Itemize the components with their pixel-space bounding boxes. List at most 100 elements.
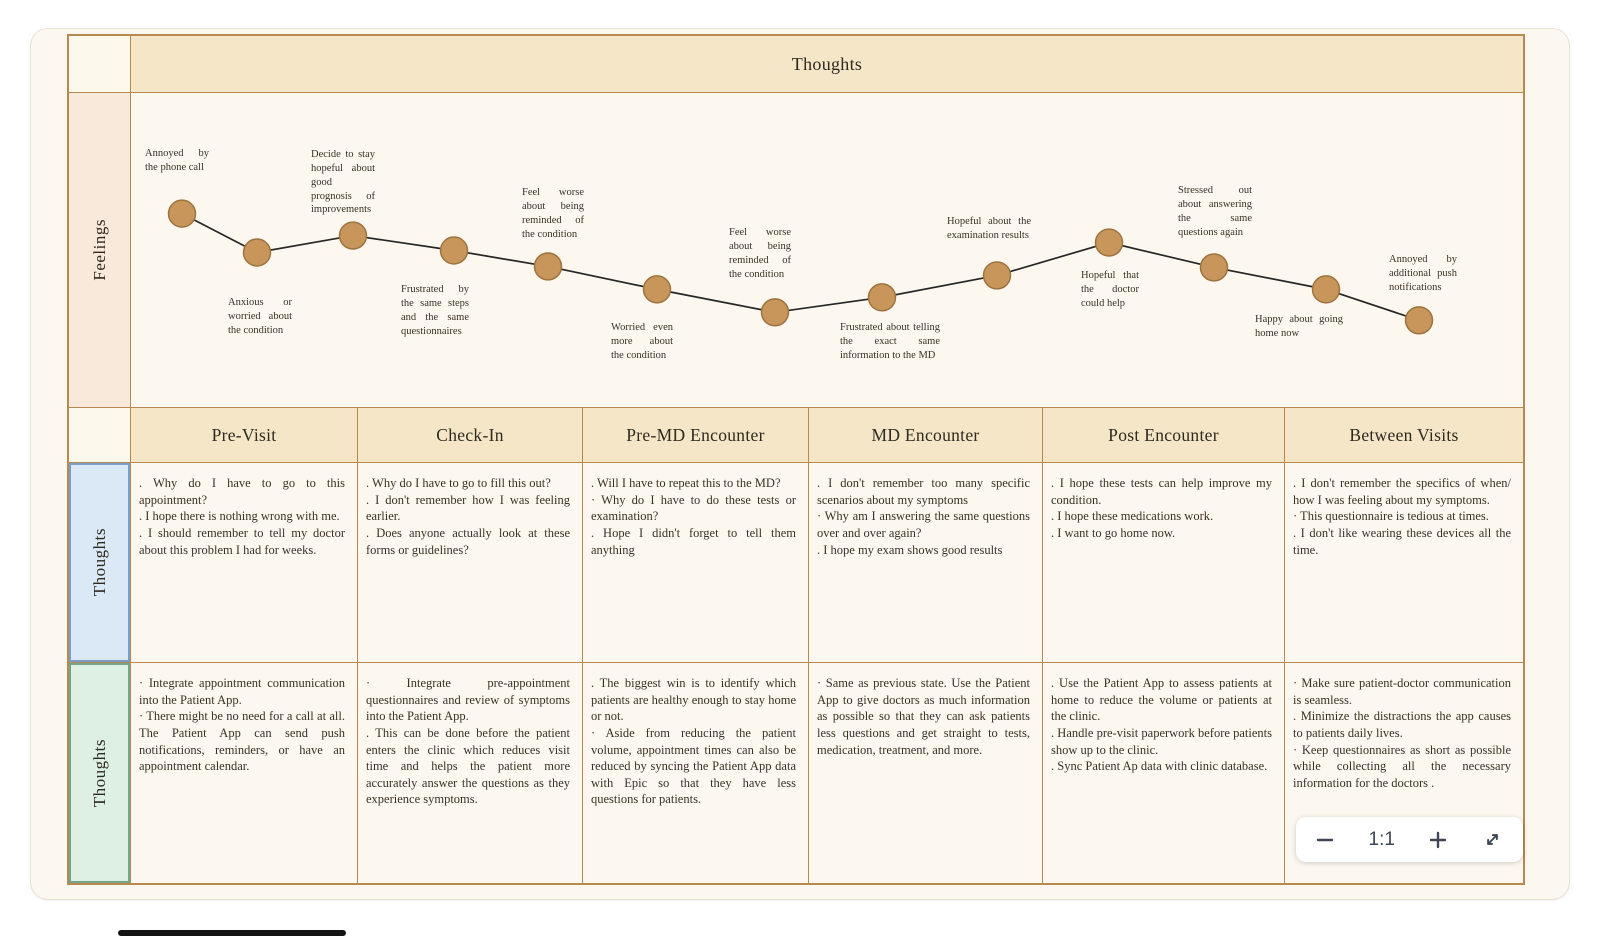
row-label-feelings: Feelings [69, 93, 131, 408]
thoughts-cell-between-visits: . I don't remember the specifics of when… [1285, 463, 1523, 663]
feelings-row-title: Feelings [89, 219, 109, 281]
zoom-out-button[interactable] [1316, 831, 1334, 849]
feeling-dot [1199, 253, 1229, 282]
cell-text-item: . Use the Patient App to assess patients… [1051, 676, 1272, 724]
feeling-annotation: Stressed out about answering the same qu… [1178, 185, 1252, 238]
cell-text-item: · There might be no need for a call at a… [139, 709, 345, 774]
cell-text-item: · Why do I have to do these tests or exa… [591, 492, 796, 524]
cell-text-item: . I don't like wearing these devices all… [1293, 525, 1511, 557]
row-label-thoughts-questions: Thoughts [69, 463, 131, 663]
cell-text-item: . I don't remember too many specific sce… [817, 476, 1030, 507]
feeling-dot [867, 283, 897, 312]
cell-text-item: · Make sure patient-doctor communication… [1293, 676, 1511, 707]
journey-map-table: Thoughts Feelings Annoyed by the phone c… [67, 34, 1525, 885]
feeling-dot [760, 298, 790, 327]
thoughts-banner-label: Thoughts [791, 53, 863, 74]
minus-icon [1316, 838, 1334, 841]
cell-text-item: · Keep questionnaires as short as possib… [1293, 742, 1511, 790]
cell-text-item: · Integrate pre-appointment questionnair… [366, 676, 570, 724]
cell-text-item: . I hope my exam shows good results [817, 542, 1003, 557]
feeling-annotation: Anxious or worried about the condition [228, 297, 292, 336]
corner-cell-stages [69, 408, 131, 463]
feeling-dot [982, 261, 1012, 290]
stage-header-post-encounter: Post Encounter [1043, 408, 1285, 463]
thoughts-cell-pre-visit: . Why do I have to go to this appointmen… [131, 463, 358, 663]
cell-text-item: . I should remember to tell my doctor ab… [139, 525, 345, 557]
feeling-dot [167, 199, 197, 228]
cell-text-item: . Does anyone actually look at these for… [366, 525, 570, 557]
cell-text-item: . Hope I didn't forget to tell them anyt… [591, 525, 796, 557]
cell-text-item: · Aside from reducing the patient volume… [591, 725, 796, 807]
expand-icon [1487, 834, 1498, 845]
stage-header-label: Check-In [436, 424, 504, 445]
cell-text-item: . I hope these medications work. [1051, 509, 1214, 524]
ideas-cell-between-visits: · Make sure patient-doctor communication… [1285, 663, 1523, 883]
cell-text-item: . I hope there is nothing wrong with me. [139, 509, 340, 524]
thoughts-cell-pre-md-encounter: . Will I have to repeat this to the MD? ·… [583, 463, 809, 663]
cell-text-item: · Why am I answering the same questions … [817, 509, 1030, 540]
feeling-dot [533, 252, 563, 281]
stage-header-md-encounter: MD Encounter [809, 408, 1043, 463]
cell-text-item: . I want to go home now. [1051, 525, 1176, 540]
stage-header-label: Post Encounter [1108, 424, 1219, 445]
feeling-annotation: Frustrated by the same steps and the sam… [401, 284, 469, 337]
stage-header-label: Pre-MD Encounter [626, 424, 765, 445]
cell-text-item: . The biggest win is to identify which p… [591, 676, 796, 724]
feeling-annotation: Happy about going home now [1255, 314, 1343, 339]
ideas-cell-pre-md-encounter: . The biggest win is to identify which p… [583, 663, 809, 883]
feeling-annotation: Feel worse about being reminded of the c… [729, 227, 791, 280]
feeling-dot [1311, 275, 1341, 304]
stage-header-label: Pre-Visit [211, 424, 277, 445]
stage-header-pre-md-encounter: Pre-MD Encounter [583, 408, 809, 463]
feeling-annotation: Hopeful about the examination results [947, 216, 1031, 241]
horizontal-scrollbar[interactable] [118, 930, 346, 936]
cell-text-item: . Sync Patient Ap data with clinic datab… [1051, 759, 1268, 774]
feeling-dot [439, 236, 469, 265]
feeling-dot [1404, 306, 1434, 335]
feeling-annotation: Annoyed by the phone call [145, 148, 209, 173]
feeling-annotation: Hopeful that the doctor could help [1081, 270, 1139, 309]
zoom-in-button[interactable] [1429, 831, 1447, 849]
cell-text-item: . Why do I have to go to this appointmen… [139, 476, 345, 507]
corner-cell-top [69, 36, 131, 93]
zoom-toolbar: 1:1 [1296, 817, 1523, 862]
cell-text-item: · Integrate appointment communication in… [139, 676, 345, 707]
feeling-dot [642, 275, 672, 304]
feeling-annotation: Worried even more about the condition [611, 322, 673, 361]
cell-text-item: . I don't remember how I was feeling ear… [366, 492, 570, 524]
stage-header-label: MD Encounter [871, 424, 980, 445]
stage-header-label: Between Visits [1349, 424, 1459, 445]
thoughts-cell-md-encounter: . I don't remember too many specific sce… [809, 463, 1043, 663]
cell-text-item: . This can be done before the patient en… [366, 725, 570, 807]
thoughts-cell-check-in: . Why do I have to go to fill this out?.… [358, 463, 583, 663]
plus-icon [1430, 831, 1447, 848]
thoughts-row-title: Thoughts [89, 738, 109, 808]
cell-text-item: · Same as previous state. Use the Patien… [817, 676, 1030, 757]
feeling-dot [1094, 228, 1124, 257]
zoom-level-indicator[interactable]: 1:1 [1368, 828, 1395, 850]
feeling-annotation: Frustrated about telling the exact same … [840, 322, 940, 361]
row-label-thoughts-ideas: Thoughts [69, 663, 131, 883]
cell-text-item: · This questionnaire is tedious at times… [1293, 509, 1489, 524]
ideas-cell-md-encounter: · Same as previous state. Use the Patien… [809, 663, 1043, 883]
thoughts-cell-post-encounter: . I hope these tests can help improve my… [1043, 463, 1285, 663]
thoughts-row-title: Thoughts [89, 528, 109, 597]
cell-text-item: . Handle pre-visit paperwork before pati… [1051, 725, 1272, 757]
ideas-cell-check-in: · Integrate pre-appointment questionnair… [358, 663, 583, 883]
cell-text-item: . Will I have to repeat this to the MD? [591, 476, 781, 490]
cell-text-item: . Why do I have to go to fill this out? [366, 476, 551, 490]
cell-text-item: . Minimize the distractions the app caus… [1293, 709, 1511, 740]
fullscreen-button[interactable] [1482, 829, 1503, 850]
feeling-annotation: Feel worse about being reminded of the c… [522, 187, 584, 240]
feelings-line-chart [167, 199, 1434, 335]
cell-text-item: . I hope these tests can help improve my… [1051, 476, 1272, 507]
stage-header-between-visits: Between Visits [1285, 408, 1523, 463]
stage-header-check-in: Check-In [358, 408, 583, 463]
feeling-dot [338, 221, 368, 250]
cell-text-item: . I don't remember the specifics of when… [1293, 476, 1511, 507]
feeling-dot [242, 238, 272, 267]
ideas-cell-post-encounter: . Use the Patient App to assess patients… [1043, 663, 1285, 883]
journey-map-card: Thoughts Feelings Annoyed by the phone c… [30, 28, 1570, 900]
feeling-annotation: Annoyed by additional push notifications [1389, 254, 1457, 293]
